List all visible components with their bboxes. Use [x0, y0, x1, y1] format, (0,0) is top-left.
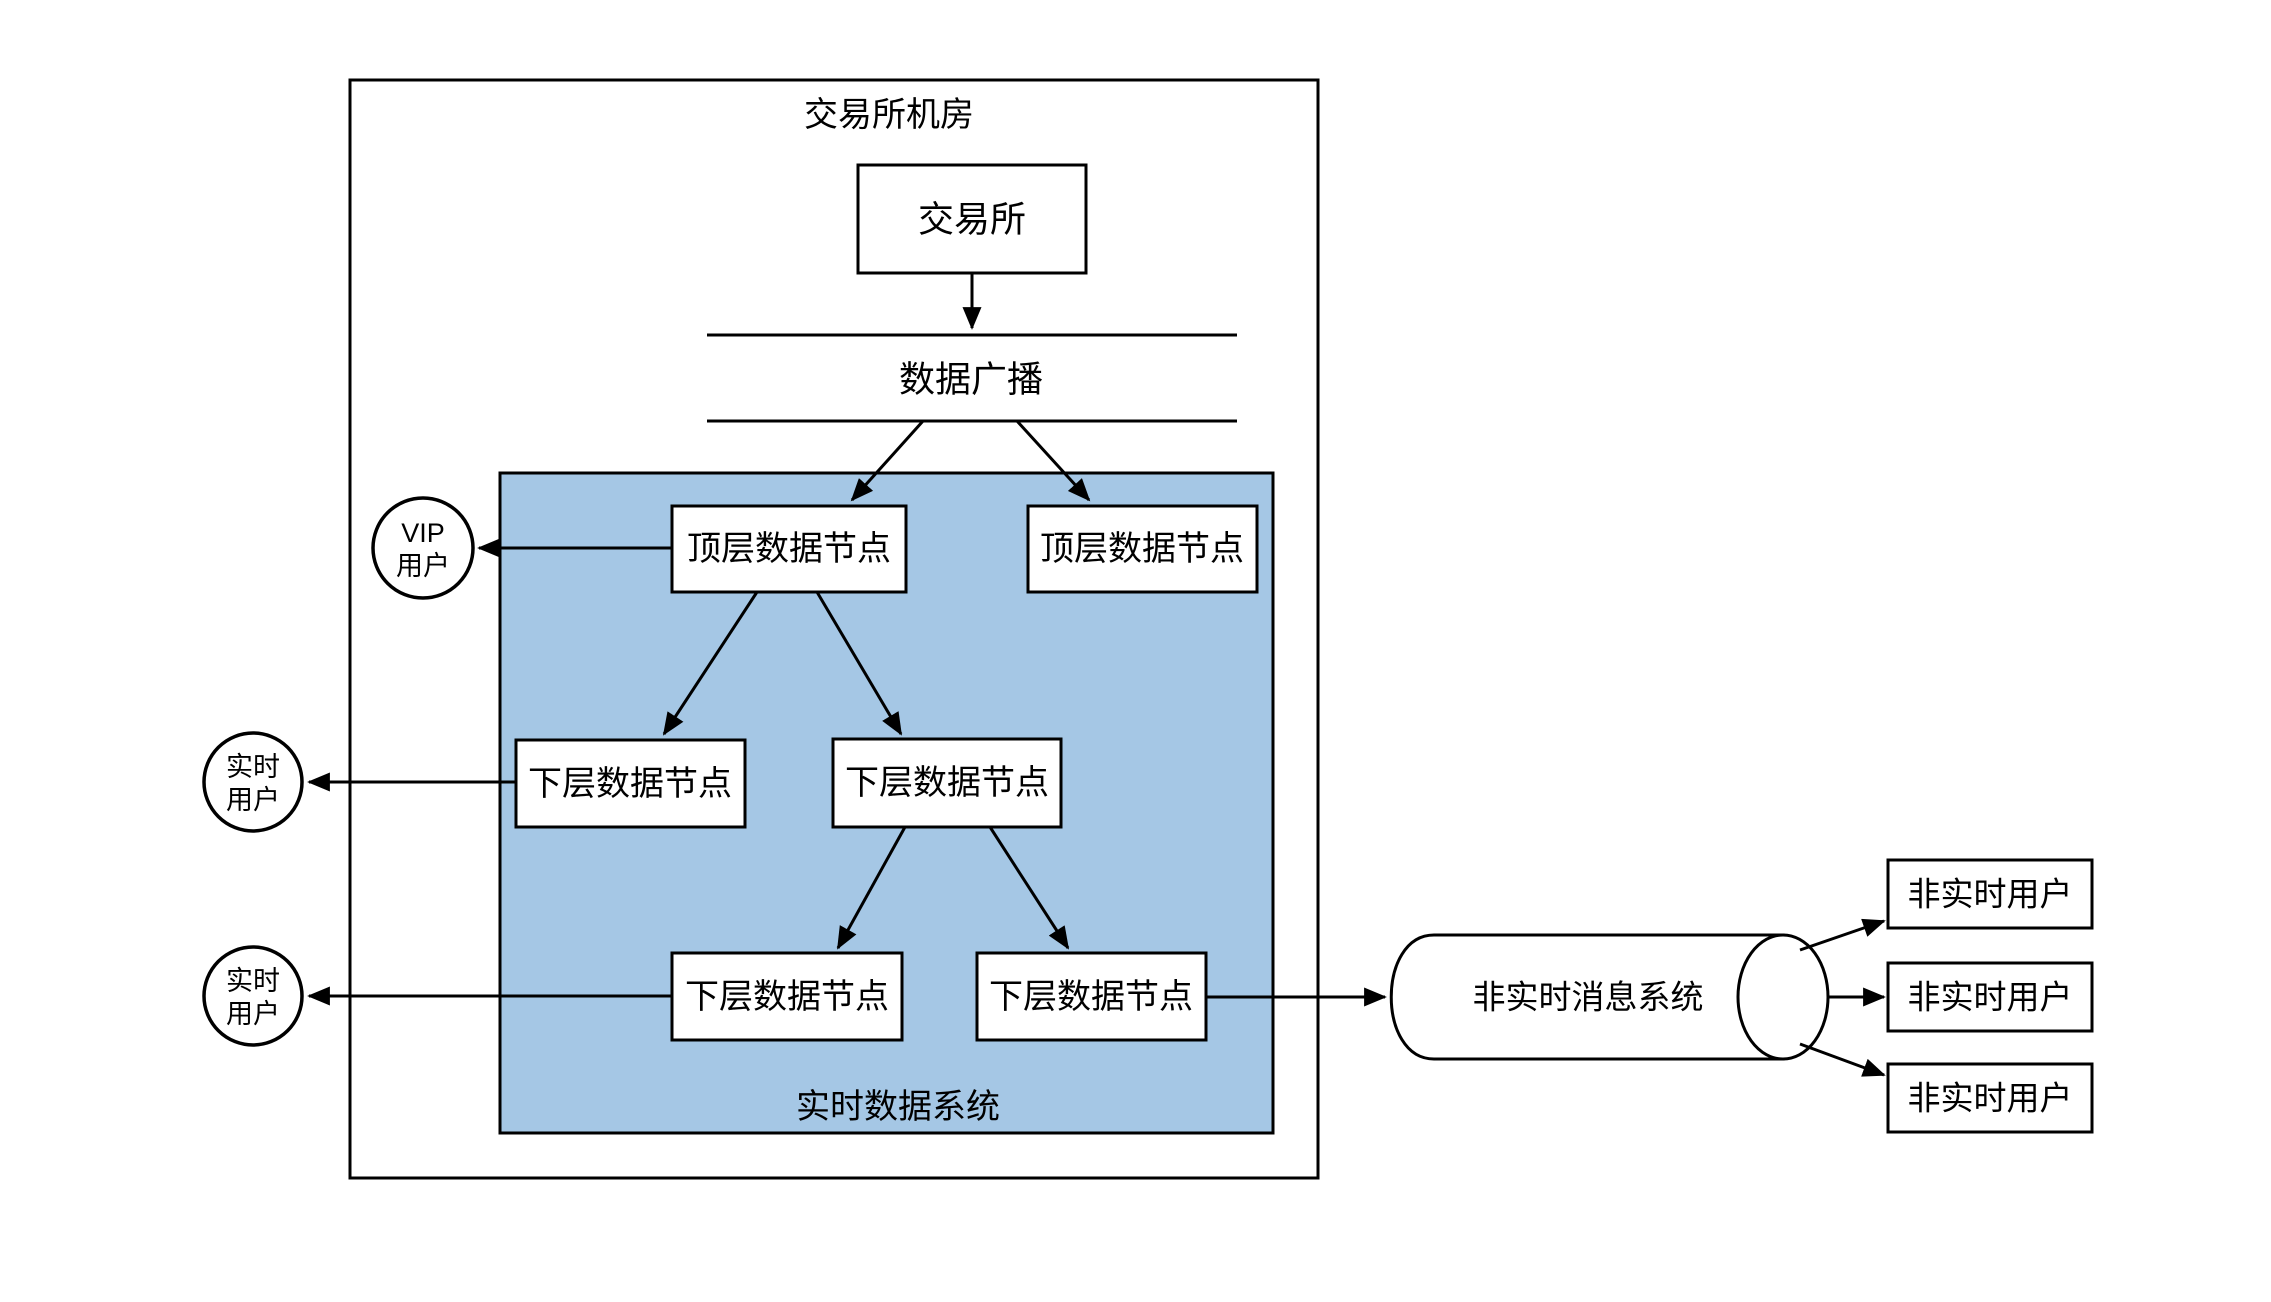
arrow-lower-node-2-to-lower-node-3	[836, 826, 907, 950]
arrow-broadcast-to-top-node-1	[850, 419, 925, 502]
arrow-top-node-1-to-lower-node-1	[662, 591, 759, 736]
non-realtime-user-box-1	[1886, 858, 2094, 930]
message-system-label: 非实时消息系统	[1473, 979, 1704, 1016]
top-node-1	[670, 504, 908, 594]
exchange-node	[856, 163, 1088, 275]
realtime-system-label: 实时数据系统	[796, 1088, 1000, 1126]
non-realtime-user-1-label: 非实时用户	[1908, 876, 2073, 913]
lower-node-3-label: 下层数据节点	[685, 978, 889, 1016]
non-realtime-user-box-2	[1886, 961, 2094, 1033]
arrow-top-node-1-to-lower-node-2	[815, 591, 903, 736]
non-realtime-user-2-label: 非实时用户	[1908, 979, 2073, 1016]
arrow-lower-node-2-to-lower-node-4	[988, 826, 1070, 950]
realtime-user-2-label-line1: 实时	[226, 966, 280, 996]
realtime-user-1-circle	[202, 731, 304, 833]
lower-node-1	[514, 738, 747, 829]
vip-user-label-line1: VIP	[401, 518, 445, 548]
realtime-user-2-circle	[202, 945, 304, 1047]
lower-node-4-label: 下层数据节点	[989, 978, 1193, 1016]
arrow-message-system-to-non-realtime-user-3	[1799, 1042, 1886, 1077]
realtime-user-2-label-line2: 用户	[226, 999, 280, 1029]
lower-node-2-label: 下层数据节点	[845, 764, 1049, 802]
lower-node-2	[831, 737, 1063, 829]
message-system-cylinder-body	[1389, 933, 1785, 1061]
arrow-message-system-to-non-realtime-user-1	[1799, 918, 1886, 952]
vip-user-circle	[371, 496, 475, 600]
exchange-room-label: 交易所机房	[804, 96, 974, 134]
lower-node-4	[975, 951, 1208, 1042]
top-node-1-label: 顶层数据节点	[687, 530, 891, 568]
non-realtime-user-3-label: 非实时用户	[1908, 1080, 2073, 1117]
lower-node-1-label: 下层数据节点	[528, 765, 732, 803]
vip-user-label-line2: 用户	[396, 551, 450, 581]
non-realtime-user-box-3	[1886, 1062, 2094, 1134]
top-node-2-label: 顶层数据节点	[1040, 530, 1244, 568]
realtime-user-1-label-line1: 实时	[226, 752, 280, 782]
top-node-2	[1026, 504, 1259, 594]
exchange-node-label: 交易所	[918, 199, 1026, 240]
realtime-user-1-label-line2: 用户	[226, 785, 280, 815]
broadcast-label: 数据广播	[899, 359, 1043, 400]
message-system-cylinder-cap	[1736, 933, 1830, 1061]
arrow-broadcast-to-top-node-2	[1015, 419, 1091, 502]
